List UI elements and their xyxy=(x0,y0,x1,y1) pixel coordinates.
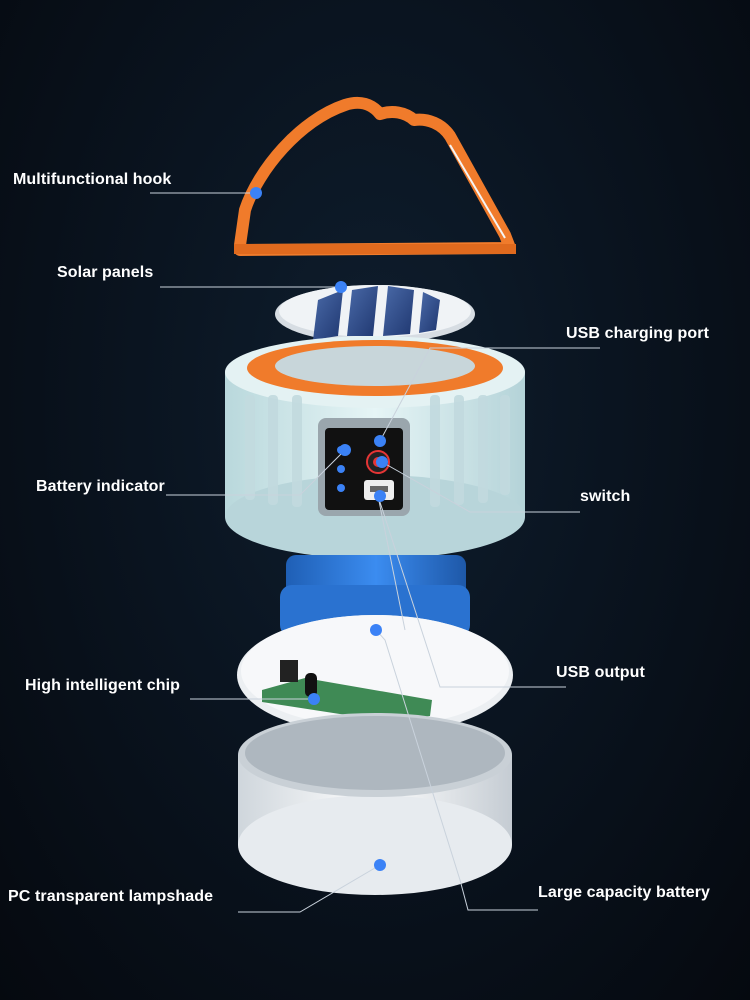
hook xyxy=(234,103,516,254)
label-usb-output: USB output xyxy=(556,664,645,682)
label-usb-charging-port: USB charging port xyxy=(566,325,709,343)
solar-panel xyxy=(275,285,475,343)
label-large-capacity-battery: Large capacity battery xyxy=(538,884,710,902)
lantern-body xyxy=(225,336,525,559)
label-battery-indicator: Battery indicator xyxy=(36,478,165,496)
label-multifunctional-hook: Multifunctional hook xyxy=(13,171,171,189)
label-switch: switch xyxy=(580,488,630,506)
label-solar-panels: Solar panels xyxy=(57,264,153,282)
label-high-intelligent-chip: High intelligent chip xyxy=(25,677,180,695)
label-pc-transparent-lampshade: PC transparent lampshade xyxy=(8,888,213,906)
